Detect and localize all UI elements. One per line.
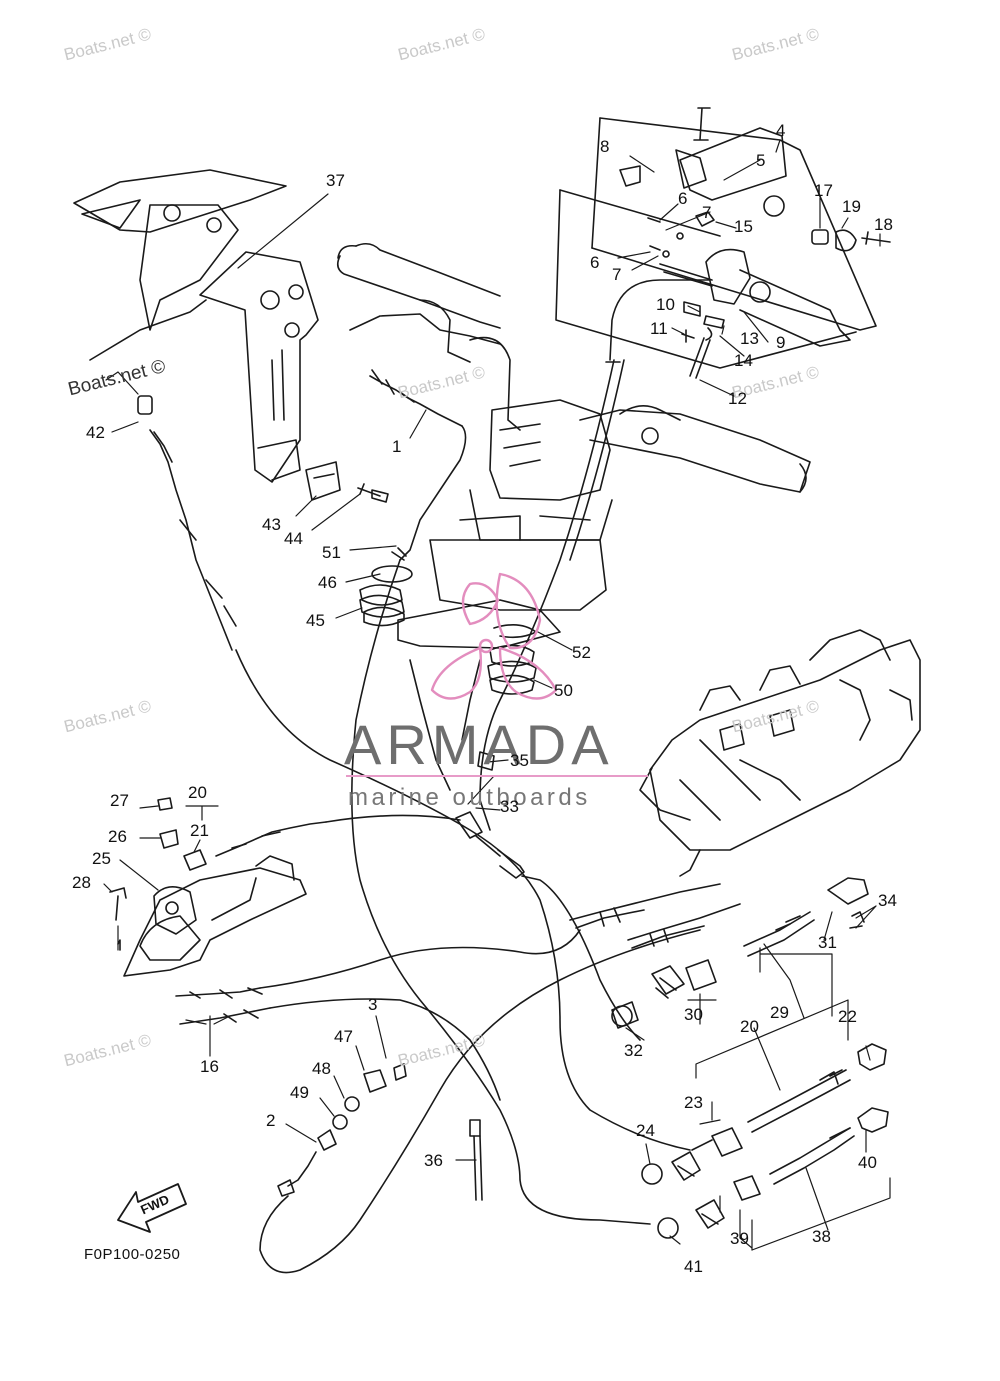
cable-tie-36: [469, 1119, 483, 1201]
callout: 37: [326, 171, 345, 190]
callout: 13: [740, 329, 759, 348]
callout: 2: [266, 1111, 276, 1130]
brand-tagline: marine outboards: [348, 784, 591, 811]
cable-20: [175, 814, 581, 1101]
callout: 26: [108, 827, 127, 846]
callout: 8: [600, 137, 610, 156]
callout: 52: [572, 643, 591, 662]
callout: 1: [392, 437, 402, 456]
fwd-arrow-icon: [117, 1183, 187, 1233]
throttle-pedal-37: [73, 169, 389, 503]
callout: 19: [842, 197, 861, 216]
callout: 43: [262, 515, 281, 534]
callout: 48: [312, 1059, 331, 1078]
callout: 21: [190, 821, 209, 840]
connectors-upper: [569, 877, 869, 1029]
callout: 16: [200, 1057, 219, 1076]
callout: 32: [624, 1041, 643, 1060]
callout: 9: [776, 333, 786, 352]
callout: 29: [770, 1003, 789, 1022]
callout: 41: [684, 1257, 703, 1276]
callout: 34: [878, 891, 897, 910]
cable-2: [259, 929, 701, 1274]
callout: 14: [734, 351, 753, 370]
callout: 4: [776, 121, 786, 140]
callout: 30: [684, 1005, 703, 1024]
callout: 42: [86, 423, 105, 442]
callout: 20: [188, 783, 207, 802]
callout: 24: [636, 1121, 655, 1140]
callout: 25: [92, 849, 111, 868]
cable-grip: [455, 359, 641, 1041]
callout: 33: [500, 797, 519, 816]
connectors-lower: [641, 1043, 889, 1239]
brand-name: ARMADA: [344, 713, 614, 776]
callout: 7: [702, 203, 712, 222]
callout: 27: [110, 791, 129, 810]
throttle-cable-42: [137, 395, 691, 1151]
boots: [359, 565, 537, 695]
callout: 31: [818, 933, 837, 952]
callout: 46: [318, 573, 337, 592]
leader-lines: [103, 139, 891, 1251]
callout: 23: [684, 1093, 703, 1112]
callout: 3: [368, 995, 378, 1014]
diagram-code: F0P100-0250: [84, 1246, 181, 1263]
engine-block: [639, 629, 921, 877]
callout: 40: [858, 1153, 877, 1172]
grip-assembly: [555, 107, 891, 379]
callout: 20: [740, 1017, 759, 1036]
callout: 44: [284, 529, 303, 548]
callout: 36: [424, 1151, 443, 1170]
callout: 5: [756, 151, 766, 170]
brand-divider: [346, 775, 648, 777]
callout: 50: [554, 681, 573, 700]
remote-control-25: [109, 797, 307, 977]
callout: 6: [590, 253, 600, 272]
armada-logo-icon: [430, 572, 558, 700]
callout: 45: [306, 611, 325, 630]
callout: 47: [334, 1027, 353, 1046]
callout: 38: [812, 1227, 831, 1246]
callout: 35: [510, 751, 529, 770]
handlebar: [336, 242, 811, 791]
callout: 7: [612, 265, 622, 284]
callout: 18: [874, 215, 893, 234]
callout: 28: [72, 873, 91, 892]
cable-1: [351, 369, 651, 1225]
callout: 39: [730, 1229, 749, 1248]
callout: 15: [734, 217, 753, 236]
callout: 10: [656, 295, 675, 314]
callout: 22: [838, 1007, 857, 1026]
callout: 11: [650, 319, 668, 338]
callout: 12: [728, 389, 747, 408]
callout: 49: [290, 1083, 309, 1102]
callout: 6: [678, 189, 688, 208]
callout: 51: [322, 543, 341, 562]
callout: 17: [814, 181, 833, 200]
